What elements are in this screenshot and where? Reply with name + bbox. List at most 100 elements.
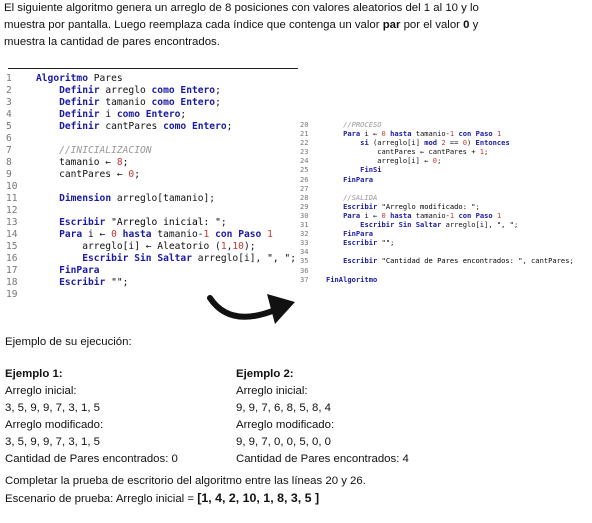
line-number: 30 <box>300 210 309 220</box>
code-text: //SALIDA <box>326 192 378 202</box>
line-number: 9 <box>6 169 12 180</box>
code-text: //INICIALIZACION <box>36 145 152 156</box>
example-2-line: Arreglo inicial: <box>236 385 308 397</box>
code-text: Algoritmo Pares <box>36 73 123 84</box>
code-text: Para i ← 0 hasta tamanio-1 con Paso 1 <box>343 129 502 139</box>
scenario-array: [1, 4, 2, 10, 1, 8, 3, 5 ] <box>197 491 320 505</box>
code-line: 9 cantPares ← 0; <box>6 169 306 181</box>
code-text: Escribir "Arreglo modificado: "; <box>343 201 480 211</box>
line-number: 5 <box>6 121 12 132</box>
code-line: 17 FinPara <box>6 265 306 277</box>
line-number: 26 <box>300 174 309 184</box>
code-text: cantPares ← 0; <box>36 169 140 180</box>
line-number: 37 <box>300 274 309 284</box>
line-number: 1 <box>6 73 12 84</box>
line-number: 14 <box>6 229 18 240</box>
example-2-title: Ejemplo 2: <box>236 368 294 380</box>
line-number: 22 <box>300 138 309 148</box>
code-line: 7 //INICIALIZACION <box>6 145 306 157</box>
line-number: 29 <box>300 201 309 211</box>
code-text: FinSi <box>360 165 382 175</box>
line-number: 4 <box>6 109 12 120</box>
line-number: 16 <box>6 253 18 264</box>
code-line: 2 Definir arreglo como Entero; <box>6 85 306 97</box>
code-line: 31 Escribir Sin Saltar arreglo[i], ", "; <box>300 220 590 229</box>
example-1-line: 3, 5, 9, 9, 7, 3, 1, 5 <box>5 402 100 414</box>
curved-arrow-icon <box>207 294 295 324</box>
example-2-line: Cantidad de Pares encontrados: 4 <box>236 453 409 465</box>
task-text: Completar la prueba de escritorio del al… <box>5 475 366 487</box>
line-number: 6 <box>6 133 12 144</box>
code-line: 15 arreglo[i] ← Aleatorio (1,10); <box>6 241 306 253</box>
code-line: 28 //SALIDA <box>300 193 590 202</box>
line-number: 20 <box>300 120 309 129</box>
code-line: 23 cantPares ← cantPares + 1; <box>300 147 590 156</box>
example-2: Ejemplo 2: Arreglo inicial: 9, 9, 7, 6, … <box>236 366 409 468</box>
code-line: 1 Algoritmo Pares <box>6 73 306 85</box>
line-number: 31 <box>300 220 309 230</box>
scenario-text: Escenario de prueba: Arreglo inicial = [… <box>5 491 320 505</box>
line-number: 13 <box>6 217 18 228</box>
line-number: 10 <box>6 181 18 192</box>
line-number: 7 <box>6 145 12 156</box>
example-1-line: 3, 5, 9, 9, 7, 3, 1, 5 <box>5 436 100 448</box>
code-line: 12 <box>6 205 306 217</box>
code-line: 21 Para i ← 0 hasta tamanio-1 con Paso 1 <box>300 129 590 138</box>
code-line: 16 Escribir Sin Saltar arreglo[i], ", "; <box>6 253 306 265</box>
code-line: 34 <box>300 247 590 256</box>
code-text: arreglo[i] ← 0; <box>326 156 442 166</box>
code-line: 4 Definir i como Entero; <box>6 109 306 121</box>
code-text: si (arreglo[i] mod 2 == 0) Entonces <box>360 138 510 148</box>
line-number: 2 <box>6 85 12 96</box>
code-line: 37 FinAlgoritmo <box>300 275 590 284</box>
code-line: 5 Definir cantPares como Entero; <box>6 121 306 133</box>
code-text: FinPara <box>343 229 373 239</box>
code-line: 25 FinSi <box>300 165 590 174</box>
code-text: FinPara <box>343 174 373 184</box>
code-line: 14 Para i ← 0 hasta tamanio-1 con Paso 1 <box>6 229 306 241</box>
code-line: 24 arreglo[i] ← 0; <box>300 156 590 165</box>
code-line: 11 Dimension arreglo[tamanio]; <box>6 193 306 205</box>
code-text: Dimension arreglo[tamanio]; <box>59 193 216 204</box>
line-number: 36 <box>300 265 309 275</box>
code-text: Definir tamanio como Entero; <box>59 97 221 108</box>
code-text: Definir i como Entero; <box>59 109 187 120</box>
code-text: Escribir ""; <box>59 277 129 288</box>
line-number: 25 <box>300 165 309 175</box>
example-2-line: Arreglo modificado: <box>236 419 335 431</box>
code-line: 33 Escribir ""; <box>300 238 590 247</box>
code-text: Escribir Sin Saltar arreglo[i], ", "; <box>82 253 296 264</box>
code-text: //PROCESO <box>326 120 382 129</box>
line-number: 17 <box>6 265 18 276</box>
example-2-line: 9, 9, 7, 6, 8, 5, 8, 4 <box>236 402 331 414</box>
line-number: 24 <box>300 156 309 166</box>
code-text: Para i ← 0 hasta tamanio-1 con Paso 1 <box>343 210 502 220</box>
line-number: 28 <box>300 192 309 202</box>
line-number: 21 <box>300 129 309 139</box>
line-number: 8 <box>6 157 12 168</box>
example-1-line: Arreglo inicial: <box>5 385 77 397</box>
line-number: 3 <box>6 97 12 108</box>
code-line: 22 si (arreglo[i] mod 2 == 0) Entonces <box>300 138 590 147</box>
divider-line <box>8 68 298 69</box>
line-number: 32 <box>300 229 309 239</box>
code-line: 32 FinPara <box>300 229 590 238</box>
line-number: 35 <box>300 256 309 266</box>
intro-line-3: muestra la cantidad de pares encontrados… <box>4 36 220 48</box>
code-line: 29 Escribir "Arreglo modificado: "; <box>300 202 590 211</box>
code-text: FinAlgoritmo <box>326 274 378 284</box>
code-line: 30 Para i ← 0 hasta tamanio-1 con Paso 1 <box>300 211 590 220</box>
example-2-line: 9, 9, 7, 0, 0, 5, 0, 0 <box>236 436 331 448</box>
code-text: Escribir "Arreglo inicial: "; <box>59 217 227 228</box>
code-text: arreglo[i] ← Aleatorio (1,10); <box>36 241 256 252</box>
line-number: 11 <box>6 193 18 204</box>
code-text: Escribir Sin Saltar arreglo[i], ", "; <box>360 220 519 230</box>
code-text: Escribir ""; <box>343 238 395 248</box>
example-1: Ejemplo 1: Arreglo inicial: 3, 5, 9, 9, … <box>5 366 178 468</box>
code-line: 13 Escribir "Arreglo inicial: "; <box>6 217 306 229</box>
code-line: 26 FinPara <box>300 175 590 184</box>
code-text: cantPares ← cantPares + 1; <box>326 147 489 157</box>
code-line: 27 <box>300 184 590 193</box>
